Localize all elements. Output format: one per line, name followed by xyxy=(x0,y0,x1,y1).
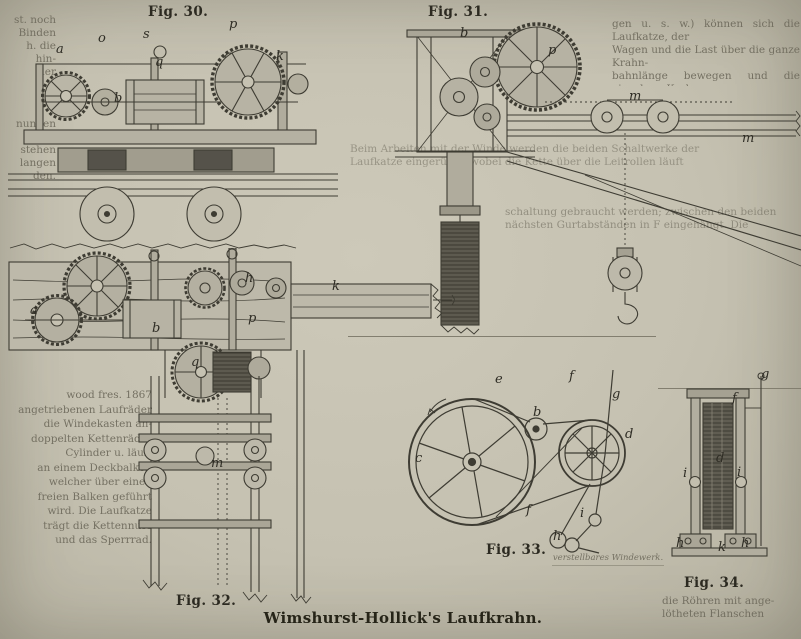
fig32-label-h: h xyxy=(245,271,254,286)
fig34-label-k: k xyxy=(718,540,726,555)
fig33-label-h: h xyxy=(553,529,562,544)
fig32-label-a: a xyxy=(30,303,38,318)
fig33-title: Fig. 33. xyxy=(486,542,547,558)
fig34-figure xyxy=(665,370,801,595)
fig33-label-c: c xyxy=(415,451,423,466)
fig32-label-m: m xyxy=(211,456,224,471)
margin-text-bottom-left: wood fres. 1867 angetriebenen Laufräder … xyxy=(2,388,152,550)
margin-line: lötheten Flanschen xyxy=(662,608,765,620)
fig34-label-f: f xyxy=(732,391,737,406)
margin-line: Wagen und die Last über die ganze Krahn- xyxy=(612,44,800,69)
fig32-label-p: p xyxy=(248,311,257,326)
figure-caption: Wimshurst-Hollick's Laufkrahn. xyxy=(263,609,543,627)
fig33-label-d: d xyxy=(625,427,634,442)
fig30-drawing xyxy=(8,44,338,250)
margin-line: die Röhren mit ange- xyxy=(662,595,775,607)
fig32-drawing xyxy=(8,248,455,604)
fig33-label-i: i xyxy=(580,506,585,521)
fig33-label-f2: f xyxy=(526,503,531,518)
fig33-label-g: g xyxy=(612,387,621,402)
fig31-label-m1: m xyxy=(629,89,642,104)
margin-line: Laufkatze eingerückt, wobei die Kette üb… xyxy=(350,156,684,168)
fig32-label-q: q xyxy=(191,355,200,370)
margin-line: st. noch xyxy=(13,14,56,26)
fig33-figure xyxy=(400,365,650,560)
margin-line: die Windekasten an- xyxy=(43,418,152,430)
margin-line: und das Sperrrad. xyxy=(55,534,152,546)
fig33-label-f1: f xyxy=(569,369,574,384)
margin-line: doppelten Kettenräder xyxy=(30,432,152,445)
margin-line: Binden xyxy=(18,27,56,39)
margin-line: angetriebenen Laufräder xyxy=(18,403,152,416)
margin-line: welcher über einen xyxy=(48,476,152,488)
margin-line: hin- xyxy=(35,53,56,65)
margin-line: wird. Die Laufkatze xyxy=(47,505,152,517)
margin-line: freien Balken geführt xyxy=(37,490,152,503)
fig30-label-s: s xyxy=(143,27,150,42)
fig30-title: Fig. 30. xyxy=(148,4,209,20)
fig30-label-q: q xyxy=(155,55,164,70)
fig34-label-h1: h xyxy=(676,536,685,551)
fig31-label-b: b xyxy=(460,26,469,41)
fig30-label-k: k xyxy=(276,49,284,64)
fig31-label-p: p xyxy=(548,43,557,58)
fig31-drawing xyxy=(395,22,801,335)
fig30-label-p: p xyxy=(229,17,238,32)
margin-text-top-right: gen u. s. w.) können sich die Laufkatze,… xyxy=(612,18,800,86)
fig33-label-b: b xyxy=(533,405,542,420)
margin-line: nächsten Gurtabständen in F eingehängt. … xyxy=(505,219,749,231)
fig34-title: Fig. 34. xyxy=(684,575,745,591)
margin-line: stehen xyxy=(20,144,56,156)
margin-line: an einem Deckbalken xyxy=(37,461,152,474)
margin-small-caption: verstellbares Windewerk. xyxy=(552,553,664,563)
margin-line: bahnlänge bewegen und die einzelnen Krah… xyxy=(612,70,800,86)
fig30-label-o: o xyxy=(98,31,106,46)
margin-text-mid-right-2: schaltung gebraucht werden; zwischen den… xyxy=(505,206,800,234)
margin-line: langen xyxy=(19,157,56,169)
margin-line: wood fres. 1867 xyxy=(66,389,152,401)
fig34-label-i1: i xyxy=(683,466,688,481)
fig31-label-m2: m xyxy=(742,131,755,146)
fig34-label-d: d xyxy=(716,451,725,466)
fig30-label-b: b xyxy=(114,91,123,106)
fig32-title: Fig. 32. xyxy=(176,593,237,609)
fig32-label-k: k xyxy=(332,279,340,294)
column-rule xyxy=(348,336,656,337)
fig34-label-h2: h xyxy=(741,536,750,551)
fig31-figure xyxy=(395,20,801,365)
fig30-figure xyxy=(8,22,338,252)
fig33-label-e: e xyxy=(495,372,503,387)
margin-line: schaltung gebraucht werden; zwischen den… xyxy=(505,206,777,218)
fig34-label-g: g xyxy=(761,367,770,382)
margin-text-bottom-right: die Röhren mit ange- lötheten Flanschen xyxy=(662,595,800,623)
margin-line: h. die xyxy=(26,40,56,52)
column-rule xyxy=(552,565,664,566)
fig34-label-i2: i xyxy=(737,465,742,480)
margin-line: gen u. s. w.) können sich die Laufkatze,… xyxy=(612,18,800,43)
fig32-label-b: b xyxy=(152,321,161,336)
margin-line: Cylinder u. läuft xyxy=(65,447,152,459)
margin-line: den. xyxy=(32,170,56,182)
margin-line: trägt die Kettennuss xyxy=(43,519,152,532)
fig30-label-a: a xyxy=(56,42,64,57)
fig31-title: Fig. 31. xyxy=(428,4,489,20)
fig32-figure xyxy=(5,248,455,608)
fig34-drawing xyxy=(671,372,768,557)
fig33-drawing xyxy=(408,369,626,554)
